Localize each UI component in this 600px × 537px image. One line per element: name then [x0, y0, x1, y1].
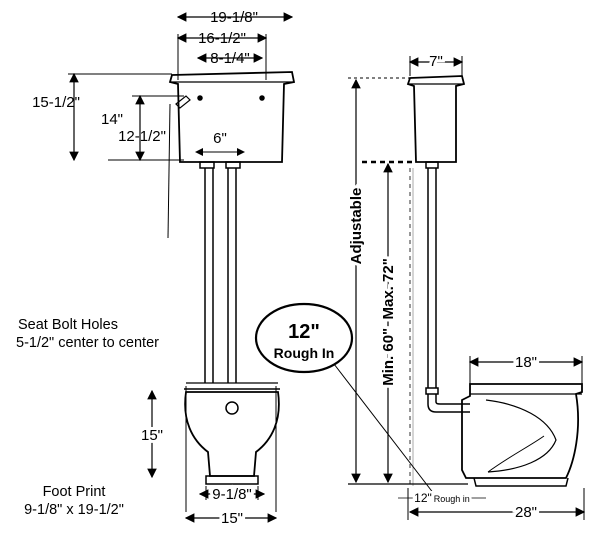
- dim-height-12-5: 12-1/2": [118, 128, 166, 145]
- footprint-note: Foot Print 9-1/8" x 19-1/2": [10, 483, 138, 519]
- seat-bolt-note: Seat Bolt Holes 5-1/2" center to center: [16, 316, 159, 352]
- front-view: [68, 12, 296, 523]
- dim-tank-depth: 7": [429, 53, 443, 70]
- side-dimension-labels: 7" Adjustable Min. 60" Max. 72" 18" 28" …: [274, 50, 540, 524]
- footprint-detail: 9-1/8" x 19-1/2": [24, 502, 124, 518]
- dim-overall-depth: 28": [515, 504, 537, 521]
- side-view: [254, 56, 586, 520]
- dim-width-tank-top: 8-1/4": [210, 50, 250, 67]
- dim-foot-width: 9-1/8": [212, 486, 252, 503]
- dim-height-tank: 15-1/2": [32, 94, 80, 111]
- footprint-title: Foot Print: [42, 484, 106, 500]
- front-dimension-labels: 19-1/8" 16-1/2" 8-1/4" 15-1/2" 14" 12-1/…: [32, 9, 258, 530]
- seat-bolt-title: Seat Bolt Holes: [18, 317, 118, 333]
- label-adjustable: Adjustable: [348, 188, 365, 265]
- label-height-range: Min. 60" Max. 72": [380, 258, 397, 386]
- dim-width-inner: 16-1/2": [198, 30, 246, 47]
- dim-width-overall: 19-1/8": [210, 9, 258, 26]
- bubble-rough-in-value: 12": [288, 321, 320, 343]
- dim-bowl-height: 15": [141, 427, 163, 444]
- dim-pipe-spacing: 6": [213, 130, 227, 147]
- dim-height-14: 14": [101, 111, 123, 128]
- dim-rough-in-small: 12"Rough in: [414, 491, 470, 505]
- bubble-rough-in-label: Rough In: [274, 345, 335, 361]
- dim-base-width: 15": [221, 510, 243, 527]
- dim-bowl-top: 18": [515, 354, 537, 371]
- seat-bolt-detail: 5-1/2" center to center: [16, 335, 159, 351]
